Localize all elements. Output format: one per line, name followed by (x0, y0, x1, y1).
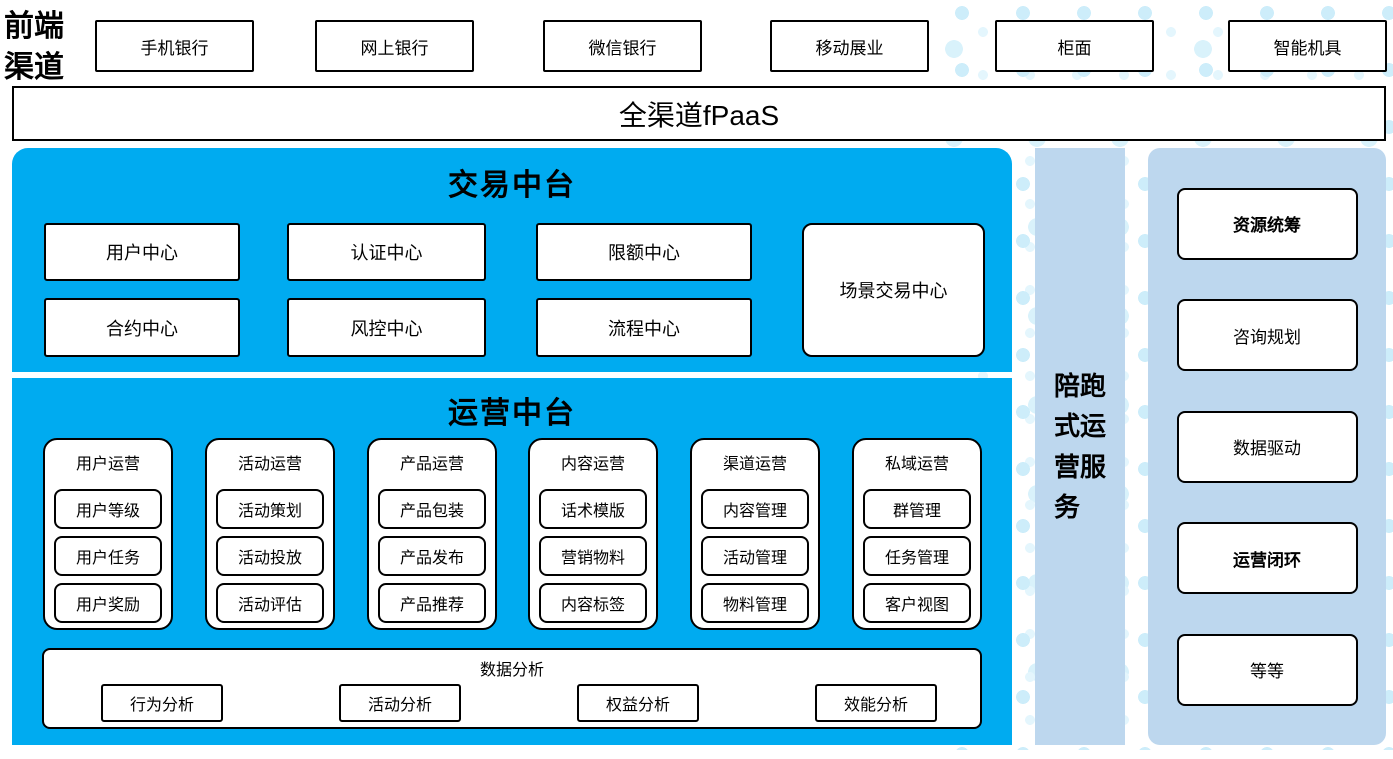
risk-center-box: 风控中心 (287, 298, 486, 357)
frontend-channels-label: 前端渠道 (4, 10, 64, 85)
group-content-operations: 内容运营 话术模版 营销物料 内容标签 (528, 438, 658, 630)
group-product-operations: 产品运营 产品包装 产品发布 产品推荐 (367, 438, 497, 630)
group-item: 活动投放 (216, 536, 324, 576)
data-analysis-title: 数据分析 (479, 662, 544, 679)
analysis-item-behavior: 行为分析 (101, 684, 223, 722)
group-private-domain-operations: 私域运营 群管理 任务管理 客户视图 (852, 438, 982, 630)
service-operation-closed-loop: 运营闭环 (1176, 522, 1358, 594)
process-center-box: 流程中心 (536, 298, 752, 357)
group-title: 用户运营 (75, 456, 140, 473)
service-data-driven: 数据驱动 (1176, 410, 1358, 483)
group-item: 内容标签 (539, 583, 647, 623)
group-item: 客户视图 (863, 583, 971, 623)
analysis-item-benefit: 权益分析 (577, 684, 699, 722)
group-item: 营销物料 (539, 536, 647, 576)
group-item: 产品发布 (378, 536, 486, 576)
group-title: 产品运营 (399, 456, 464, 473)
group-item: 任务管理 (863, 536, 971, 576)
group-item: 内容管理 (701, 489, 809, 529)
operations-middle-platform-panel: 运营中台 用户运营 用户等级 用户任务 用户奖励 活动运营 活动策划 活动投放 … (12, 378, 1012, 745)
group-user-operations: 用户运营 用户等级 用户任务 用户奖励 (43, 438, 173, 630)
accompanying-operation-service-bar: 陪跑式运营服务 (1035, 148, 1125, 745)
service-consulting-planning: 咨询规划 (1176, 299, 1358, 371)
group-channel-operations: 渠道运营 内容管理 活动管理 物料管理 (690, 438, 820, 630)
group-item: 物料管理 (701, 583, 809, 623)
group-title: 私域运营 (884, 456, 949, 473)
group-item: 用户奖励 (54, 583, 162, 623)
fpaas-bar: 全渠道fPaaS (12, 86, 1386, 141)
channel-online-banking: 网上银行 (315, 20, 474, 72)
service-etc: 等等 (1176, 633, 1358, 706)
channel-wechat-banking: 微信银行 (543, 20, 702, 72)
accompanying-operation-service-label: 陪跑式运营服务 (1054, 370, 1107, 522)
group-item: 群管理 (863, 489, 971, 529)
channel-mobile-banking: 手机银行 (95, 20, 254, 72)
group-item: 用户任务 (54, 536, 162, 576)
group-title: 活动运营 (237, 456, 302, 473)
group-title: 内容运营 (560, 456, 625, 473)
auth-center-box: 认证中心 (287, 223, 486, 281)
user-center-box: 用户中心 (44, 223, 240, 281)
scenario-trading-center-box: 场景交易中心 (802, 223, 985, 357)
group-item: 话术模版 (539, 489, 647, 529)
trading-panel-title: 交易中台 (448, 169, 576, 202)
group-item: 产品推荐 (378, 583, 486, 623)
service-resource-coordination: 资源统筹 (1176, 187, 1358, 260)
analysis-item-activity: 活动分析 (339, 684, 461, 722)
limit-center-box: 限额中心 (536, 223, 752, 281)
group-item: 活动评估 (216, 583, 324, 623)
group-item: 活动管理 (701, 536, 809, 576)
services-panel: 资源统筹 咨询规划 数据驱动 运营闭环 等等 (1148, 148, 1386, 745)
channel-smart-devices: 智能机具 (1228, 20, 1387, 72)
group-item: 产品包装 (378, 489, 486, 529)
contract-center-box: 合约中心 (44, 298, 240, 357)
group-item: 用户等级 (54, 489, 162, 529)
channel-mobile-sales: 移动展业 (770, 20, 929, 72)
data-analysis-box: 数据分析 行为分析 活动分析 权益分析 效能分析 (42, 648, 982, 729)
trading-middle-platform-panel: 交易中台 用户中心 认证中心 限额中心 合约中心 风控中心 流程中心 场景交易中… (12, 148, 1012, 372)
group-activity-operations: 活动运营 活动策划 活动投放 活动评估 (205, 438, 335, 630)
channel-counter: 柜面 (995, 20, 1154, 72)
group-title: 渠道运营 (722, 456, 787, 473)
group-item: 活动策划 (216, 489, 324, 529)
operations-panel-title: 运营中台 (448, 397, 576, 430)
data-analysis-row: 行为分析 活动分析 权益分析 效能分析 (44, 684, 980, 722)
analysis-item-efficiency: 效能分析 (815, 684, 937, 722)
